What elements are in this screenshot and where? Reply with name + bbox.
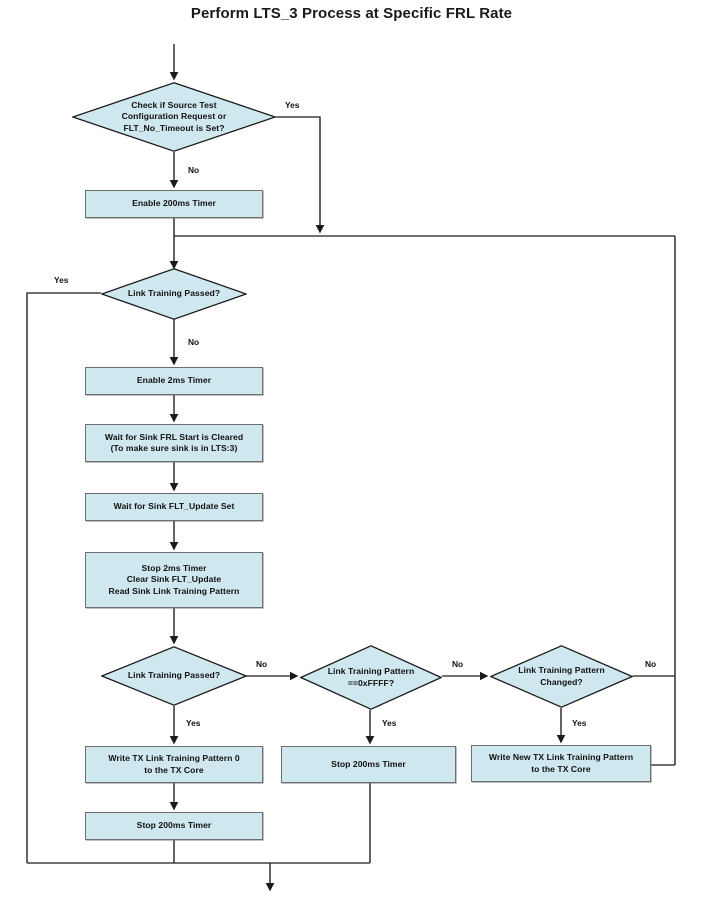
decision-check-source-test-label: Check if Source Test Configuration Reque… [96, 82, 251, 152]
decision-line-2: ==0xFFFF? [347, 677, 395, 688]
process-enable-200ms-timer[interactable]: Enable 200ms Timer [85, 190, 263, 218]
process-enable-200ms-timer-label: Enable 200ms Timer [132, 198, 216, 209]
decision-line-1: Link Training Pattern [327, 666, 415, 677]
edge-label-check-no: No [188, 165, 200, 175]
edge-ltp1-yes [26, 292, 101, 863]
process-write-tx-pattern-0[interactable]: Write TX Link Training Pattern 0 to the … [85, 746, 263, 783]
process-line-2: to the TX Core [144, 764, 204, 775]
decision-line-1: Check if Source Test [131, 99, 217, 110]
decision-link-training-pattern-changed[interactable]: Link Training Pattern Changed? [490, 645, 633, 708]
process-wait-sink-flt-update-set-label: Wait for Sink FLT_Update Set [113, 501, 235, 512]
process-line-2: (To make sure sink is in LTS:3) [110, 443, 238, 453]
edge-label-ltp1-no: No [188, 337, 200, 347]
edge-label-ltp1-yes: Yes [54, 275, 69, 285]
decision-line-3: FLT_No_Timeout is Set? [123, 122, 225, 133]
decision-line-1: Link Training Pattern [518, 665, 605, 676]
process-wait-sink-flt-update-set[interactable]: Wait for Sink FLT_Update Set [85, 493, 263, 521]
edge-label-ffff-yes: Yes [382, 718, 397, 728]
edge-check-yes [276, 116, 325, 234]
diamond-shape [101, 268, 247, 320]
decision-link-training-pattern-ffff-label: Link Training Pattern ==0xFFFF? [317, 645, 425, 710]
process-wait-sink-frl-start-cleared[interactable]: Wait for Sink FRL Start is Cleared (To m… [85, 424, 263, 462]
diamond-shape [72, 82, 276, 152]
process-line-1: Stop 2ms Timer [141, 562, 207, 573]
process-stop-200ms-timer-left[interactable]: Stop 200ms Timer [85, 812, 263, 840]
process-line-3: Read Sink Link Training Pattern [108, 585, 240, 596]
decision-link-training-passed-2[interactable]: Link Training Passed? [101, 646, 247, 706]
process-stop-2ms-timer-group[interactable]: Stop 2ms Timer Clear Sink FLT_Update Rea… [85, 552, 263, 608]
process-stop-200ms-timer-mid-label: Stop 200ms Timer [331, 758, 406, 769]
edge-label-check-yes: Yes [285, 100, 300, 110]
edge-label-changed-no: No [645, 659, 657, 669]
diamond-shape [490, 645, 633, 708]
process-enable-2ms-timer[interactable]: Enable 2ms Timer [85, 367, 263, 395]
decision-link-training-pattern-ffff[interactable]: Link Training Pattern ==0xFFFF? [300, 645, 442, 710]
edge-label-ltp2-no: No [256, 659, 268, 669]
decision-check-source-test[interactable]: Check if Source Test Configuration Reque… [72, 82, 276, 152]
process-line-1: Wait for Sink FRL Start is Cleared [104, 431, 244, 442]
process-enable-2ms-timer-label: Enable 2ms Timer [136, 375, 212, 386]
decision-link-training-passed-2-label: Link Training Passed? [127, 670, 221, 681]
process-stop-200ms-timer-left-label: Stop 200ms Timer [136, 820, 212, 831]
decision-line-2: Changed? [540, 676, 583, 687]
process-line-2: to the TX Core [531, 763, 591, 774]
process-write-new-tx-pattern[interactable]: Write New TX Link Training Pattern to th… [471, 745, 651, 782]
edge-label-changed-yes: Yes [572, 718, 587, 728]
decision-line-2: Configuration Request or [121, 111, 227, 122]
edge-label-ffff-no: No [452, 659, 464, 669]
diamond-shape [101, 646, 247, 706]
process-stop-200ms-timer-mid[interactable]: Stop 200ms Timer [281, 746, 456, 783]
decision-link-training-pattern-changed-label: Link Training Pattern Changed? [507, 645, 616, 708]
page-title: Perform LTS_3 Process at Specific FRL Ra… [190, 5, 513, 22]
decision-link-training-passed-1[interactable]: Link Training Passed? [101, 268, 247, 320]
edge-label-ltp2-yes: Yes [186, 718, 201, 728]
diamond-shape [300, 645, 442, 710]
process-line-1: Write TX Link Training Pattern 0 [108, 753, 240, 764]
decision-link-training-passed-1-label: Link Training Passed? [127, 288, 221, 299]
process-line-2: Clear Sink FLT_Update [126, 574, 222, 585]
process-line-1: Write New TX Link Training Pattern [488, 752, 634, 763]
